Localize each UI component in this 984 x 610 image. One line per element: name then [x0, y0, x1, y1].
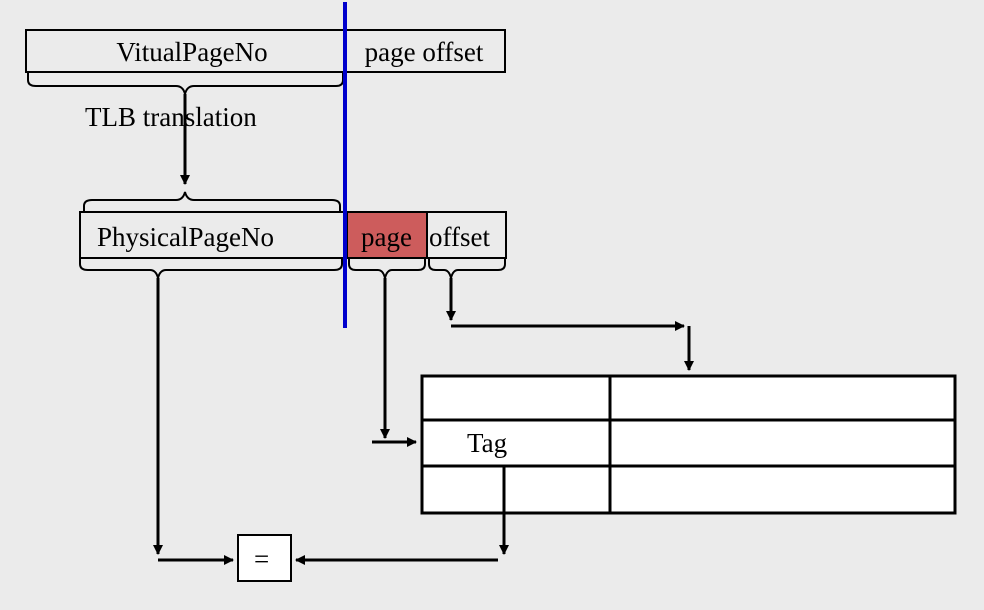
physical-address-box: PhysicalPageNo page offset — [79, 211, 507, 259]
virtual-address-rect — [25, 29, 506, 73]
ppn-bottom-brace — [79, 258, 343, 279]
offset-brace — [428, 258, 506, 279]
virtual-page-offset-label: page offset — [365, 37, 484, 67]
virtual-address-box: VitualPageNo page offset — [25, 29, 506, 73]
physical-page-number-label: PhysicalPageNo — [97, 222, 274, 252]
page-index-brace — [348, 258, 426, 279]
tlb-translation-label: TLB translation — [85, 102, 257, 132]
comparator: = — [237, 534, 292, 582]
physical-offset-label: offset — [429, 222, 490, 252]
comparator-label: = — [254, 544, 269, 574]
cache-table-frame — [420, 374, 957, 515]
ppn-top-brace — [83, 191, 341, 212]
vpn-brace — [27, 72, 344, 95]
comparator-box — [237, 534, 292, 582]
virtual-page-number-label: VitualPageNo — [116, 37, 267, 67]
physical-address-rect — [79, 211, 507, 259]
cache-table: Tag — [420, 374, 957, 515]
page-index-label: page — [361, 222, 412, 252]
tag-label: Tag — [467, 428, 507, 458]
